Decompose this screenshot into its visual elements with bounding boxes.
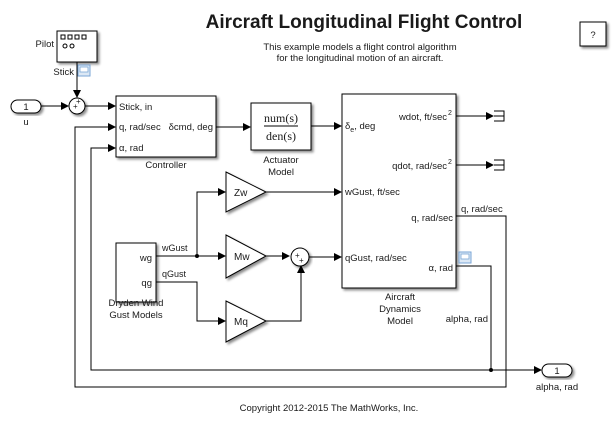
stick-signal-label: Stick (53, 67, 74, 78)
outport-alpha-label: alpha, rad (536, 382, 578, 393)
gain-zw[interactable]: Zw (225, 171, 268, 213)
aircraft-output-qdot: qdot, rad/sec (392, 161, 447, 172)
inport-u[interactable]: 1 (10, 99, 42, 114)
gain-label: Mq (234, 317, 248, 328)
description-line-1: This example models a flight control alg… (263, 42, 456, 53)
gain-label: Mw (234, 252, 250, 263)
controller-input-alpha: α, rad (119, 143, 144, 154)
aircraft-input-wgust: wGust, ft/sec (344, 187, 400, 198)
aircraft-label-3: Model (387, 316, 413, 327)
actuator-label-2: Model (268, 167, 294, 178)
aircraft-output-wdot: wdot, ft/sec (398, 112, 447, 123)
transfer-fcn-denominator: den(s) (266, 129, 296, 143)
sum-sign: + (299, 256, 304, 265)
terminator-qdot[interactable] (494, 159, 505, 171)
qgust-to-mq-line (156, 281, 226, 325)
inport-u-label: u (23, 117, 28, 128)
controller-output-dcmd: δcmd, deg (169, 122, 213, 133)
aircraft-input-qgust: qGust, rad/sec (345, 253, 407, 264)
sum-block-2[interactable]: + + (290, 247, 310, 267)
help-button[interactable]: ? (579, 21, 607, 47)
aircraft-label-2: Dynamics (379, 304, 421, 315)
controller-block[interactable]: Stick, in q, rad/sec α, rad δcmd, deg (115, 95, 217, 158)
aircraft-label-1: Aircraft (385, 292, 415, 303)
pilot-label: Pilot (36, 39, 55, 50)
copyright-text: Copyright 2012-2015 The MathWorks, Inc. (240, 403, 419, 414)
mq-output-line (266, 265, 305, 322)
terminator-wdot[interactable] (494, 110, 505, 122)
aircraft-output-q: q, rad/sec (411, 213, 453, 224)
sum-sign: + (73, 102, 78, 111)
controller-input-q: q, rad/sec (119, 122, 161, 133)
inport-number: 1 (23, 102, 28, 113)
aircraft-output-alpha: α, rad (428, 263, 453, 274)
description-line-2: for the longitudinal motion of an aircra… (277, 53, 444, 64)
signal-viewer-icon[interactable] (77, 64, 91, 77)
transfer-fcn-numerator: num(s) (264, 111, 298, 125)
sum-sign: + (295, 251, 300, 260)
dryden-label-1: Dryden Wind (109, 298, 164, 309)
outport-number: 1 (554, 366, 559, 377)
dryden-gust-block[interactable]: wg qg (115, 242, 157, 303)
superscript: 2 (448, 110, 452, 117)
page-title: Aircraft Longitudinal Flight Control (206, 12, 523, 33)
sum-sign: + (76, 97, 81, 106)
gain-label: Zw (234, 188, 248, 199)
gain-mw[interactable]: Mw (225, 234, 268, 279)
signal-viewer-icon[interactable] (458, 251, 472, 264)
q-feedback-line (74, 123, 507, 388)
outport-alpha[interactable]: 1 (541, 363, 573, 378)
wgust-to-zw-line (196, 188, 226, 256)
signal-builder-icon (60, 34, 87, 49)
help-icon: ? (590, 30, 595, 41)
dryden-label-2: Gust Models (109, 310, 163, 321)
controller-label: Controller (145, 160, 186, 171)
gain-mq[interactable]: Mq (225, 300, 268, 343)
aircraft-input-delta-e: δe, deg (345, 121, 375, 134)
aircraft-dynamics-block[interactable]: δe, deg wGust, ft/sec qGust, rad/sec wdo… (341, 93, 457, 289)
controller-input-stick: Stick, in (119, 102, 152, 113)
alpha-feedback-line (90, 144, 492, 371)
pilot-block[interactable] (56, 30, 98, 63)
superscript: 2 (448, 159, 452, 166)
actuator-block[interactable]: num(s) den(s) (250, 102, 312, 151)
wgust-signal-label: wGust (161, 243, 188, 253)
dryden-output-qg: qg (141, 278, 152, 289)
qgust-signal-label: qGust (162, 269, 187, 279)
dryden-output-wg: wg (139, 253, 152, 264)
alpha-signal-label: alpha, rad (446, 314, 488, 325)
q-signal-label: q, rad/sec (461, 204, 503, 215)
sum-block-1[interactable]: + + (68, 97, 86, 115)
actuator-label-1: Actuator (263, 155, 298, 166)
